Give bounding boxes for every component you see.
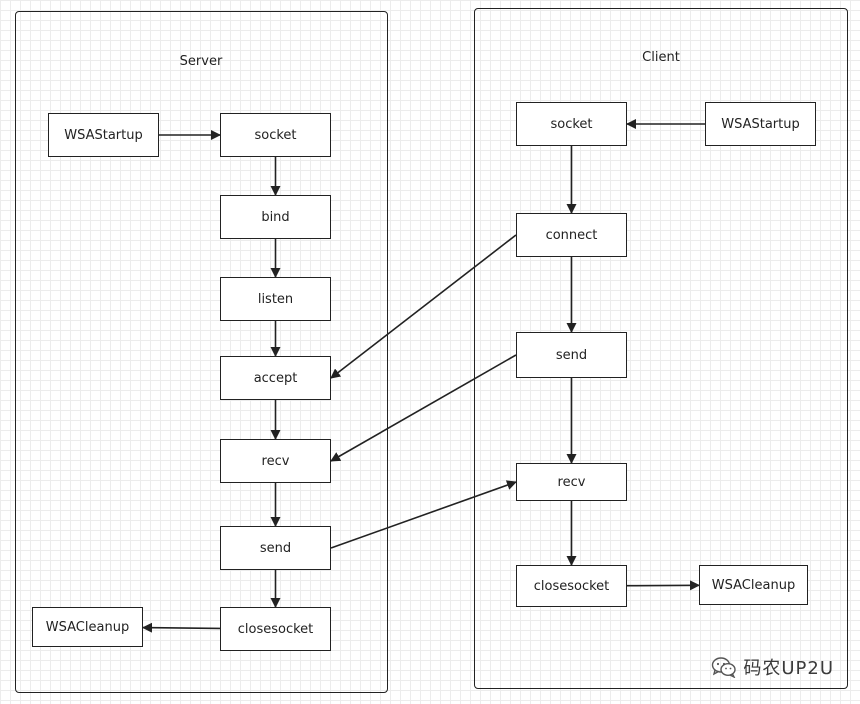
client-socket-node[interactable]: socket — [516, 102, 627, 146]
server-wsacleanup-node[interactable]: WSACleanup — [32, 607, 143, 647]
client-send-node[interactable]: send — [516, 332, 627, 378]
server-listen-node[interactable]: listen — [220, 277, 331, 321]
server-bind-node[interactable]: bind — [220, 195, 331, 239]
server-wsastartup-node[interactable]: WSAStartup — [48, 113, 159, 157]
wechat-icon — [712, 657, 737, 678]
watermark: 码农UP2U — [711, 654, 834, 680]
server-lane-title: Server — [179, 54, 223, 69]
server-send-node[interactable]: send — [220, 526, 331, 570]
client-connect-node[interactable]: connect — [516, 213, 627, 257]
client-wsacleanup-node[interactable]: WSACleanup — [699, 565, 808, 605]
client-lane-title: Client — [642, 50, 680, 65]
client-recv-node[interactable]: recv — [516, 463, 627, 501]
server-socket-node[interactable]: socket — [220, 113, 331, 157]
server-recv-node[interactable]: recv — [220, 439, 331, 483]
server-closesocket-node[interactable]: closesocket — [220, 607, 331, 651]
client-wsastartup-node[interactable]: WSAStartup — [705, 102, 816, 146]
watermark-text: 码农UP2U — [743, 658, 834, 679]
client-closesocket-node[interactable]: closesocket — [516, 565, 627, 607]
server-accept-node[interactable]: accept — [220, 356, 331, 400]
